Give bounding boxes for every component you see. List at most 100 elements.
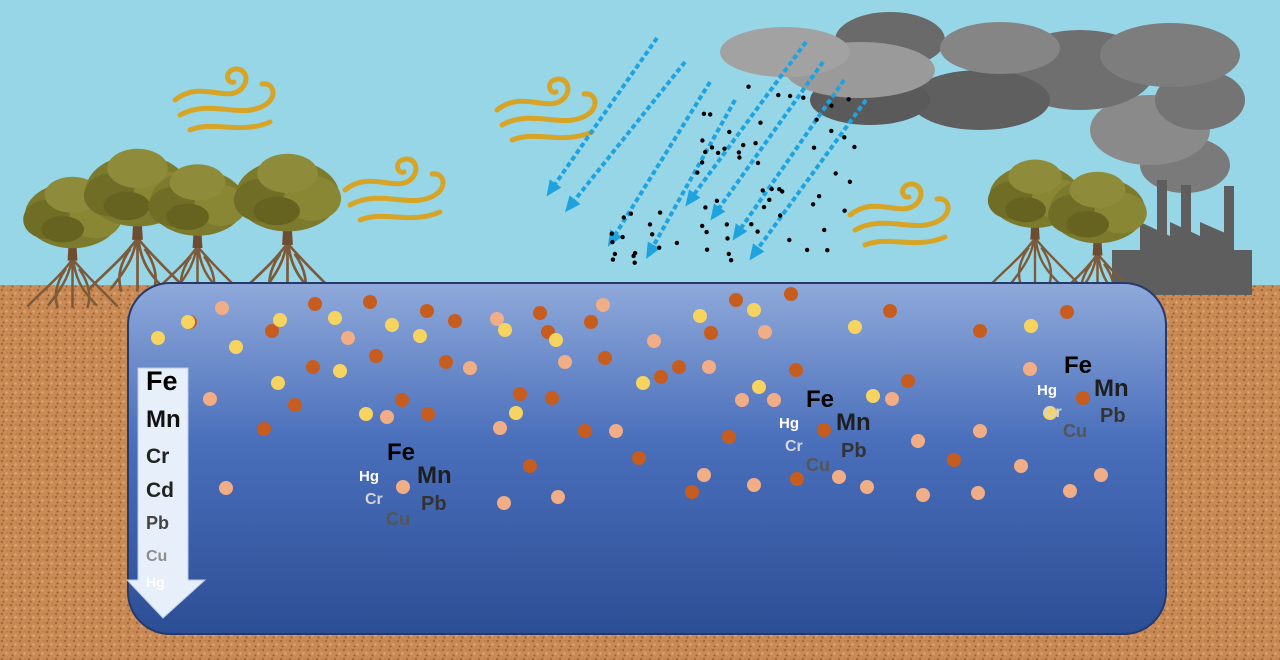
pollutant-dot [620,234,625,240]
metal-particle [817,423,831,437]
metal-particle [513,387,527,401]
cluster-pb: Pb [421,493,447,515]
cluster-cu: Cu [386,509,410,529]
pollutant-dot [760,188,765,193]
pollutant-dot [814,117,819,122]
pollutant-dot [650,232,655,237]
pollutant-dot [822,227,827,233]
pollutant-dot [842,208,847,213]
cluster-cr: Cr [785,438,803,455]
metal-particle [860,480,874,494]
metal-particle [396,480,410,494]
pollutant-dot [755,160,761,166]
pollutant-dot [724,222,729,227]
metal-particle [722,430,736,444]
metal-particle [420,304,434,318]
metal-particle [702,360,716,374]
metal-particle [735,393,749,407]
metal-particle [333,364,347,378]
cluster-mn: Mn [417,462,452,489]
metal-particle [747,303,761,317]
pollutant-dot [810,202,816,207]
gradient-element: Cu [146,548,168,565]
rain-arrow-icon [546,36,659,197]
metal-particle [885,392,899,406]
metal-particle [463,361,477,375]
pollutant-dot [727,129,732,135]
pollutant-dot [778,213,783,218]
metal-particle [784,287,798,301]
pollutant-dot [628,211,634,216]
pollutant-dot [709,145,715,150]
pollutant-dot [657,245,662,250]
pollutant-dot [816,194,822,199]
pollutant-dot [847,179,853,184]
metal-particle [598,351,612,365]
metal-particle [558,355,572,369]
metal-particle [866,389,880,403]
pollutant-dot [811,145,817,150]
metal-particle [439,355,453,369]
pollutant-dot [610,239,615,245]
metal-particle [911,434,925,448]
metal-particle [413,329,427,343]
metal-particle [1043,406,1057,420]
down-arrow-icon [125,367,207,619]
metal-particle [203,392,217,406]
metal-particle [257,422,271,436]
rain-arrow-icon [646,99,737,259]
metal-particle [584,315,598,329]
cluster-fe: Fe [387,439,416,466]
cluster-cu: Cu [1063,421,1087,441]
metal-particle [1060,305,1074,319]
metal-particle [369,349,383,363]
metal-particle [654,370,668,384]
metal-particle [916,488,930,502]
pollutant-dot [701,111,707,117]
metal-particle [609,424,623,438]
pollutant-dot [725,236,730,241]
pollutant-dot [647,222,653,227]
gradient-element: Cr [146,445,170,468]
pollutant-dot [736,150,742,155]
metal-particle [385,318,399,332]
cluster-cr: Cr [365,491,383,508]
gradient-element: Mn [146,406,181,433]
rain-arrow-icon [732,78,846,241]
atmospheric-deposition [546,36,868,265]
rain-arrow-icon [749,98,868,261]
pollutant-dot [829,103,834,108]
metal-particle [971,486,985,500]
gradient-element: Fe [146,366,178,396]
metal-particle [363,295,377,309]
gradient-element: Hg [146,574,165,590]
pollutant-dot [846,97,851,102]
rain-arrow-icon [710,60,825,221]
pollutant-dot [787,237,792,243]
gradient-element: Pb [146,513,170,533]
metal-particle [229,340,243,354]
metal-particle [789,363,803,377]
metal-particle [632,451,646,465]
pollutant-dot [776,92,781,98]
metal-particle [947,453,961,467]
pollutant-dot [704,247,710,252]
pollutant-dot [767,197,772,202]
metal-particle [578,424,592,438]
metal-particle [685,485,699,499]
pollutant-dot [833,171,838,176]
pollutant-dot [612,251,618,257]
cluster-fe: Fe [1064,352,1093,379]
metal-particle [693,309,707,323]
gradient-element: Cd [146,479,174,502]
metal-particle [493,421,507,435]
pollutant-dot [755,229,760,234]
metal-particle [551,490,565,504]
metal-particle [790,472,804,486]
pollutant-dot [758,120,763,125]
pollutant-dot [609,231,614,236]
pollutant-dot [728,258,734,263]
pollutant-dot [715,150,721,156]
